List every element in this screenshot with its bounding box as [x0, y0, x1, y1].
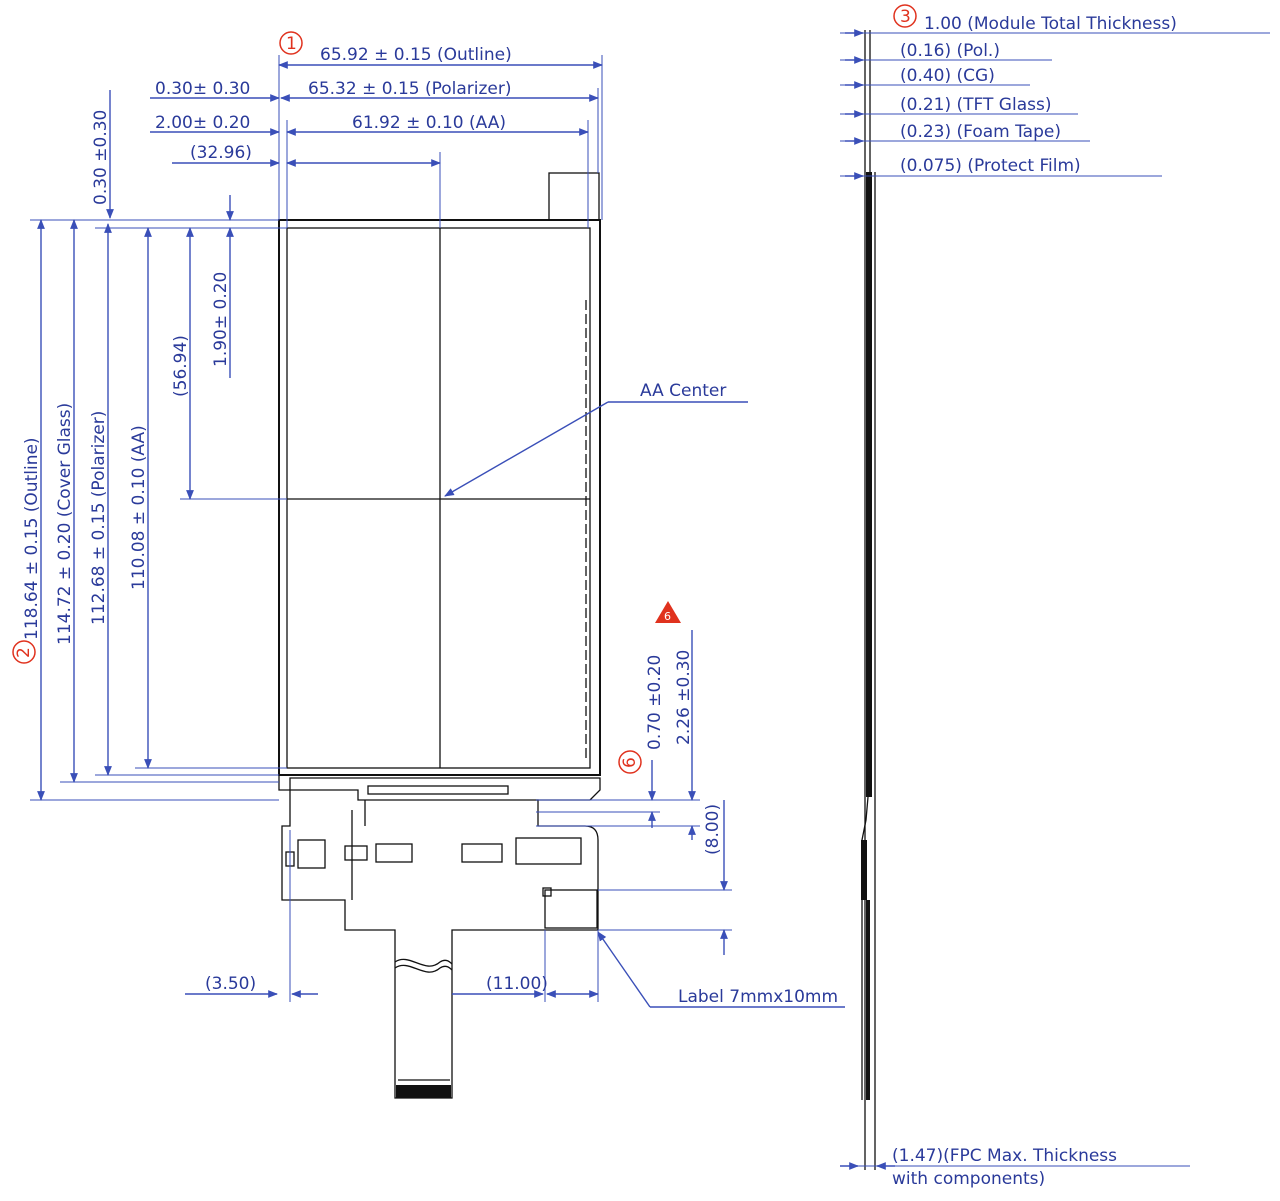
- thickness-total: 1.00 (Module Total Thickness): [924, 14, 1177, 34]
- dim-0-70: 0.70 ±0.20: [645, 655, 665, 750]
- dim-polarizer-offset: 0.30± 0.30: [155, 79, 250, 99]
- dim-top-offset: 0.30 ±0.30: [91, 110, 111, 205]
- component-6: [515, 837, 582, 865]
- side-view-glass-stack: [866, 172, 872, 797]
- thickness-cg: (0.40) (CG): [900, 66, 995, 86]
- side-view: 1.00 (Module Total Thickness) (0.16) (Po…: [840, 4, 1270, 1189]
- aa-center-label: AA Center: [640, 381, 726, 401]
- fpc-outline: [281, 789, 599, 1099]
- dim-aa-width: 61.92 ± 0.10 (AA): [352, 113, 506, 133]
- glass-ledge: [278, 775, 601, 801]
- top-tab: [548, 172, 600, 221]
- active-area-outline: [286, 227, 591, 769]
- dim-polarizer-width: 65.32 ± 0.15 (Polarizer): [308, 79, 512, 99]
- thickness-tft: (0.21) (TFT Glass): [900, 95, 1051, 115]
- dim-polarizer-height: 112.68 ± 0.15 (Polarizer): [89, 411, 109, 625]
- callout-2-label: 2: [14, 647, 34, 658]
- dim-outline-height: 118.64 ± 0.15 (Outline): [22, 437, 42, 640]
- side-view-fpc: [861, 796, 869, 1100]
- thickness-fpc-line2: with components): [892, 1169, 1045, 1189]
- dim-cover-glass-height: 114.72 ± 0.20 (Cover Glass): [55, 403, 75, 645]
- dim-2-26: 2.26 ±0.30: [674, 650, 694, 745]
- dim-aa-top-offset: 1.90± 0.20: [211, 272, 231, 367]
- thickness-foam: (0.23) (Foam Tape): [900, 122, 1061, 142]
- fpc-contacts: [396, 1085, 451, 1098]
- left-dimensions: 0.30 ±0.30 118.64 ± 0.15 (Outline) 114.7…: [12, 90, 287, 801]
- label-size-annotation: Label 7mmx10mm: [678, 987, 838, 1007]
- dim-outline-width: 65.92 ± 0.15 (Outline): [320, 45, 512, 65]
- warning-mark-label: 6: [664, 610, 671, 623]
- callout-1: [279, 31, 303, 55]
- callout-6: [618, 750, 642, 774]
- dim-aa-offset: 2.00± 0.20: [155, 113, 250, 133]
- fpc-break-line: [394, 958, 453, 967]
- component-3: [344, 845, 368, 861]
- bottom-dimensions: 0.70 ±0.20 2.26 ±0.30 (8.00) 6 6 (3.50) …: [185, 601, 845, 1008]
- callout-3: [893, 4, 917, 28]
- callout-3-label: 3: [900, 7, 911, 27]
- dim-aa-height: 110.08 ± 0.10 (AA): [129, 425, 149, 590]
- thickness-fpc-line1: (1.47)(FPC Max. Thickness: [892, 1146, 1117, 1166]
- dim-center-y: (56.94): [171, 335, 191, 397]
- dim-center-x: (32.96): [190, 143, 252, 163]
- thickness-pol: (0.16) (Pol.): [900, 41, 1000, 61]
- aa-center-annotation: AA Center: [444, 381, 748, 497]
- top-dimensions: 65.92 ± 0.15 (Outline) 0.30± 0.30 65.32 …: [150, 31, 603, 228]
- dim-8-00: (8.00): [703, 804, 723, 855]
- callout-1-label: 1: [286, 34, 297, 54]
- label-area: [544, 889, 598, 929]
- dim-3-50: (3.50): [205, 974, 256, 994]
- component-1: [297, 839, 326, 869]
- callout-6-label: 6: [620, 757, 640, 768]
- warning-triangle-icon: [655, 601, 681, 623]
- dim-11-00: (11.00): [486, 974, 548, 994]
- component-4: [375, 843, 413, 863]
- front-view: [278, 172, 601, 1099]
- callout-2: [12, 640, 36, 664]
- component-5: [461, 843, 503, 863]
- thickness-film: (0.075) (Protect Film): [900, 156, 1081, 176]
